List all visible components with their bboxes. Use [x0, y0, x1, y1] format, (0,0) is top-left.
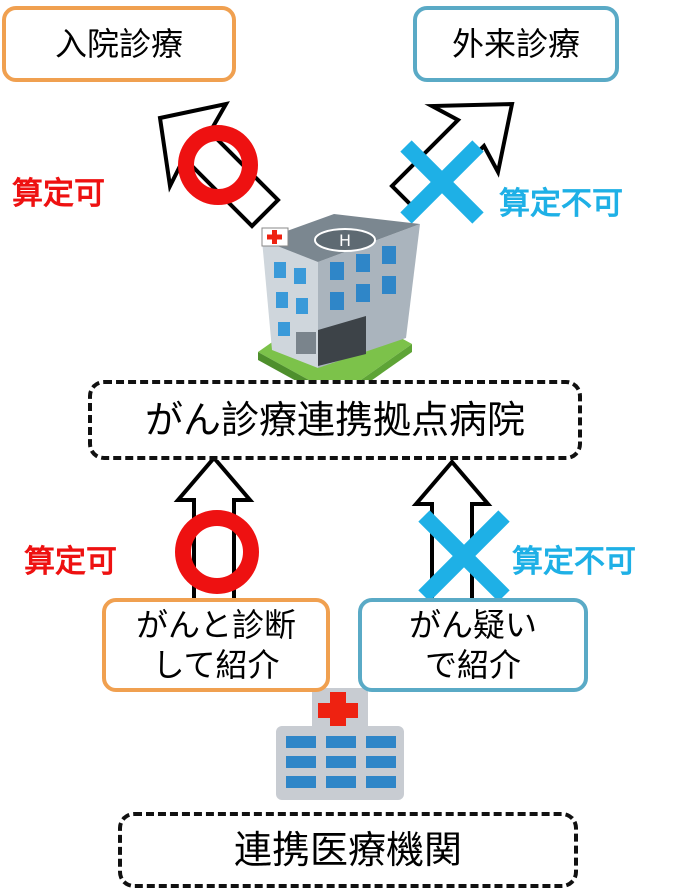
upper-ok-label: 算定可 [12, 176, 105, 212]
arrow-to-outpatient [389, 101, 515, 215]
diagnosed-referral-box: がんと診断 して紹介 [102, 598, 330, 692]
inpatient-label: 入院診療 [54, 25, 183, 63]
base-hospital-box: がん診療連携拠点病院 [88, 380, 582, 460]
suspected-referral-label: がん疑い で紹介 [408, 606, 537, 684]
ok-circle-icon-lower [175, 510, 259, 594]
clinic-icon [276, 688, 404, 800]
ng-cross-icon-lower [418, 510, 510, 602]
upper-ng-label: 算定不可 [499, 186, 623, 222]
outpatient-box: 外来診療 [413, 6, 619, 82]
arrow-to-inpatient [157, 101, 281, 229]
hospital-building-icon: H [258, 214, 420, 404]
lower-ok-label: 算定可 [24, 544, 117, 580]
arrow-diagnosed-up [173, 454, 255, 602]
diagnosed-referral-label: がんと診断 して紹介 [135, 606, 296, 684]
ng-cross-icon [400, 140, 484, 224]
base-hospital-label: がん診療連携拠点病院 [144, 398, 525, 442]
lower-ng-label: 算定不可 [512, 544, 636, 580]
svg-text:H: H [339, 231, 351, 250]
suspected-referral-box: がん疑い で紹介 [358, 598, 588, 692]
ok-circle-icon [178, 125, 258, 205]
outpatient-label: 外来診療 [451, 25, 580, 63]
partner-institution-box: 連携医療機関 [118, 812, 578, 888]
inpatient-box: 入院診療 [2, 6, 236, 82]
partner-institution-label: 連携医療機関 [233, 828, 462, 872]
